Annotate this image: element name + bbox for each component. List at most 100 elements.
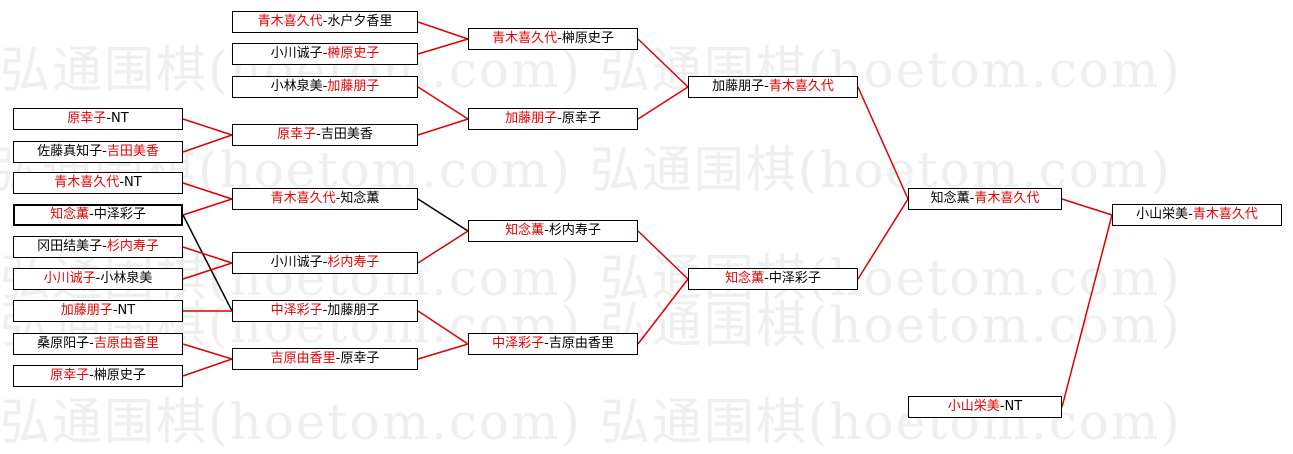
match-box: 小川诚子-榊原史子 [232, 43, 418, 65]
separator: - [764, 79, 769, 94]
separator: - [544, 336, 549, 351]
player-1: 中泽彩子 [270, 303, 323, 318]
player-1: 吉原由香里 [270, 351, 336, 366]
separator: - [322, 79, 328, 94]
player-2: 杉内寿子 [548, 223, 601, 238]
bracket-connector [182, 118, 233, 136]
player-1: 冈田结美子 [37, 239, 103, 254]
bracket-connector [182, 182, 233, 200]
player-2: 中泽彩子 [768, 271, 821, 286]
separator: - [102, 239, 107, 254]
separator: - [89, 336, 94, 351]
player-2: 青木喜久代 [974, 191, 1040, 206]
match-box: 冈田结美子-杉内寿子 [13, 236, 183, 258]
separator: - [544, 223, 549, 238]
player-1: 原幸子 [67, 111, 107, 126]
player-2: 加藤朋子 [327, 303, 380, 318]
match-box: 知念薫-中泽彩子 [13, 204, 183, 226]
bracket-connector [182, 198, 233, 216]
match-box: 知念薫-杉内寿子 [468, 220, 638, 242]
bracket-connector [857, 198, 909, 280]
separator: - [969, 191, 975, 206]
match-box: 知念薫-青木喜久代 [908, 188, 1062, 210]
bracket-connector [637, 230, 689, 280]
separator: - [95, 271, 101, 286]
player-2: 杉内寿子 [327, 255, 380, 270]
bracket-connector [857, 86, 909, 200]
player-1: 中泽彩子 [492, 336, 545, 351]
match-box: 小川诚子-小林泉美 [13, 268, 183, 290]
match-box: 小川诚子-杉内寿子 [232, 252, 418, 274]
player-2: 榊原史子 [561, 31, 614, 46]
watermark-line: 弘通围棋(hoetom.com) 弘通围棋(hoetom.com) [0, 249, 1182, 307]
bracket-connector [182, 262, 233, 280]
separator: - [557, 111, 562, 126]
player-2: 榊原史子 [93, 368, 146, 383]
player-1: 佐藤真知子 [37, 144, 103, 159]
player-1: 青木喜久代 [492, 31, 558, 46]
separator: - [335, 191, 341, 206]
player-2: 小林泉美 [100, 271, 153, 286]
separator: - [89, 207, 94, 222]
bracket-connector [637, 278, 689, 345]
player-1: 原幸子 [50, 368, 90, 383]
player-2: 杉内寿子 [106, 239, 159, 254]
match-box: 知念薫-中泽彩子 [688, 268, 858, 290]
player-2: 榊原史子 [327, 46, 380, 61]
match-box: 桑原阳子-吉原由香里 [13, 333, 183, 355]
player-2: 原幸子 [340, 351, 380, 366]
match-box: 小林泉美-加藤朋子 [232, 76, 418, 98]
separator: - [335, 351, 341, 366]
separator: - [322, 255, 328, 270]
match-box: 青木喜久代-NT [13, 172, 183, 194]
bracket-connector [182, 343, 233, 360]
separator: - [557, 31, 562, 46]
player-1: 小川诚子 [43, 271, 96, 286]
match-box: 青木喜久代-知念薫 [232, 188, 418, 210]
player-1: 青木喜久代 [270, 191, 336, 206]
player-2: 吉田美香 [106, 144, 159, 159]
player-2: 吉原由香里 [548, 336, 614, 351]
separator: - [999, 399, 1005, 414]
match-box: 原幸子-榊原史子 [13, 365, 183, 387]
player-2: 青木喜久代 [768, 79, 834, 94]
separator: - [322, 14, 328, 29]
separator: - [89, 368, 94, 383]
player-1: 知念薫 [725, 271, 765, 286]
player-1: 原幸子 [277, 127, 317, 142]
bracket-connector [417, 86, 469, 120]
match-box: 原幸子-NT [13, 108, 183, 130]
player-1: 加藤朋子 [712, 79, 765, 94]
final-match-box: 小山栄美-青木喜久代 [1112, 204, 1282, 226]
bracket-connector [417, 343, 469, 360]
bracket-connector [1061, 214, 1113, 408]
player-2: NT [1004, 399, 1023, 414]
bracket-connector [637, 86, 689, 120]
match-box: 佐藤真知子-吉田美香 [13, 141, 183, 163]
bracket-connector [417, 230, 469, 264]
player-2: NT [111, 111, 129, 126]
match-box: 吉原由香里-原幸子 [232, 348, 418, 370]
separator: - [102, 144, 107, 159]
player-2: 吉田美香 [320, 127, 373, 142]
player-2: 知念薫 [340, 191, 380, 206]
player-1: 青木喜久代 [54, 175, 120, 190]
player-2: 中泽彩子 [93, 207, 146, 222]
separator: - [322, 46, 328, 61]
separator: - [1188, 207, 1193, 222]
bracket-connector [417, 198, 469, 232]
player-1: 小山栄美 [1136, 207, 1189, 222]
player-1: 小山栄美 [947, 399, 1000, 414]
player-1: 小川诚子 [270, 46, 323, 61]
match-box: 加藤朋子-青木喜久代 [688, 76, 858, 98]
match-box: 小山栄美-NT [908, 396, 1062, 418]
player-1: 加藤朋子 [60, 303, 113, 318]
separator: - [316, 127, 321, 142]
player-1: 知念薫 [930, 191, 970, 206]
player-1: 小林泉美 [270, 79, 323, 94]
player-1: 知念薫 [50, 207, 90, 222]
player-2: NT [124, 175, 142, 190]
player-2: NT [117, 303, 136, 318]
bracket-connector [417, 118, 469, 136]
bracket-connector [1061, 198, 1113, 216]
